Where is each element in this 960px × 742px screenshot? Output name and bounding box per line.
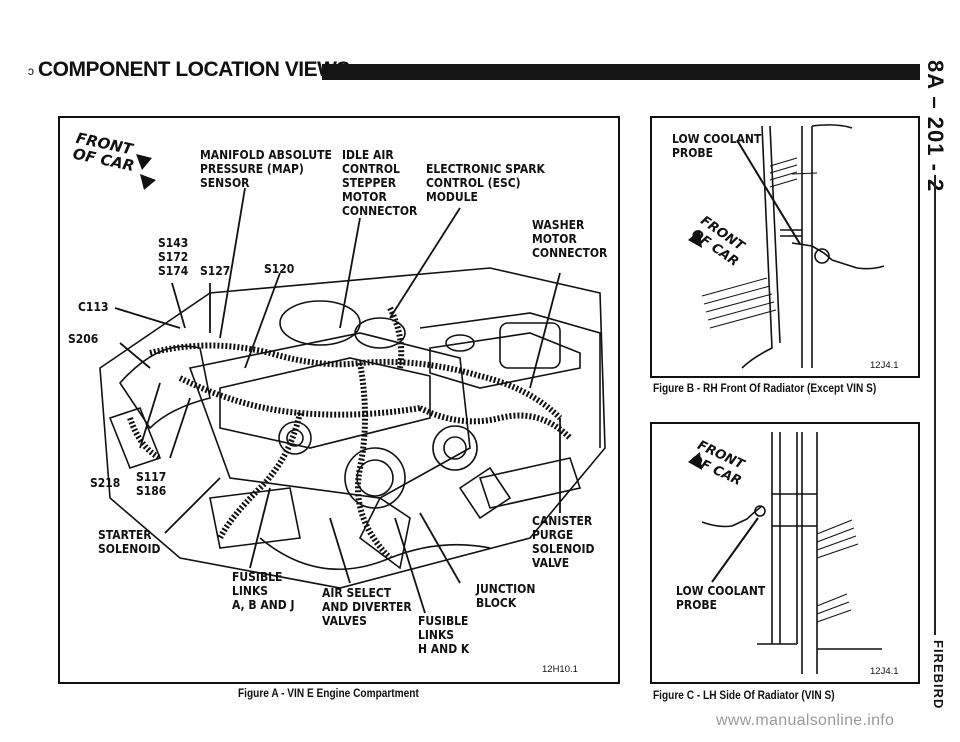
label-starter-solenoid: STARTER SOLENOID bbox=[98, 528, 161, 556]
figure-c-caption: Figure C - LH Side Of Radiator (VIN S) bbox=[653, 690, 835, 702]
label-c113: C113 bbox=[78, 300, 109, 314]
title-rule-bar bbox=[322, 64, 920, 80]
radiator-lh-illustration bbox=[688, 432, 882, 674]
engine-illustration bbox=[99, 154, 606, 614]
label-s127: S127 bbox=[200, 264, 231, 278]
label-s120: S120 bbox=[264, 262, 295, 276]
label-map-sensor: MANIFOLD ABSOLUTE PRESSURE (MAP) SENSOR bbox=[200, 148, 332, 190]
side-rule bbox=[934, 175, 936, 635]
label-s218: S218 bbox=[90, 476, 121, 490]
label-s117-s186: S117 S186 bbox=[136, 470, 167, 498]
label-s143-s172-s174: S143 S172 S174 bbox=[158, 236, 189, 278]
header-marker: ↄ bbox=[28, 64, 34, 78]
page-title: COMPONENT LOCATION VIEWS bbox=[38, 58, 350, 81]
label-esc-module: ELECTRONIC SPARK CONTROL (ESC) MODULE bbox=[426, 162, 545, 204]
figure-a-caption: Figure A - VIN E Engine Compartment bbox=[238, 688, 419, 700]
label-low-coolant-probe-b: LOW COOLANT PROBE bbox=[672, 132, 762, 160]
watermark: www.manualsonline.info bbox=[716, 712, 895, 729]
label-junction-block: JUNCTION BLOCK bbox=[476, 582, 536, 610]
label-s206: S206 bbox=[68, 332, 99, 346]
label-fusible-links-hk: FUSIBLE LINKS H AND K bbox=[418, 614, 470, 656]
label-idle-air-control: IDLE AIR CONTROL STEPPER MOTOR CONNECTOR bbox=[342, 148, 418, 218]
page-code: 8A – 201 - 2 bbox=[922, 60, 950, 192]
label-fusible-links-abj: FUSIBLE LINKS A, B AND J bbox=[232, 570, 295, 612]
figure-c-code: 12J4.1 bbox=[870, 666, 899, 677]
figure-a-code: 12H10.1 bbox=[542, 664, 578, 675]
label-canister-purge-solenoid: CANISTER PURGE SOLENOID VALVE bbox=[532, 514, 595, 570]
figure-a-engine-compartment: FRONT OF CAR MANIFOLD ABSOLUTE PRESSURE … bbox=[58, 116, 620, 684]
page-code-text: 8A – 201 - 2 bbox=[923, 60, 948, 193]
label-low-coolant-probe-c: LOW COOLANT PROBE bbox=[676, 584, 766, 612]
brand-label: FIREBIRD bbox=[922, 640, 950, 720]
figure-c-lh-radiator: FRONT OF CAR LOW COOLANT PROBE 12J4.1 bbox=[650, 422, 920, 684]
figure-b-code: 12J4.1 bbox=[870, 360, 899, 371]
figure-b-rh-radiator: LOW COOLANT PROBE FRONT OF CAR 12J4.1 bbox=[650, 116, 920, 378]
figure-b-caption: Figure B - RH Front Of Radiator (Except … bbox=[653, 383, 877, 395]
label-air-select-valves: AIR SELECT AND DIVERTER VALVES bbox=[322, 586, 412, 628]
radiator-rh-illustration bbox=[688, 124, 885, 369]
brand-text: FIREBIRD bbox=[931, 640, 946, 710]
label-washer-motor-connector: WASHER MOTOR CONNECTOR bbox=[532, 218, 608, 260]
